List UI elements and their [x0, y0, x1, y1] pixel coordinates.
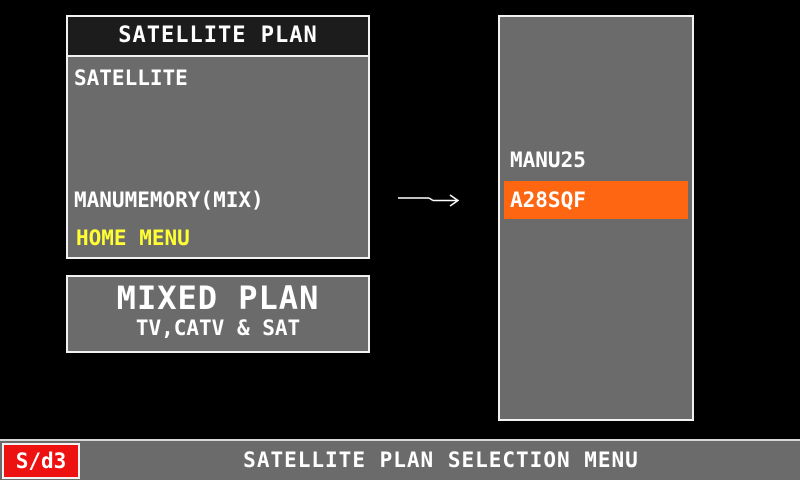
satellite-plan-menu-title: SATELLITE PLAN: [68, 17, 368, 57]
plan-list[interactable]: MANU25 A28SQF: [498, 15, 694, 421]
menu-item-home-menu[interactable]: HOME MENU: [76, 226, 190, 250]
plan-list-item-a28sqf-selected[interactable]: A28SQF: [504, 181, 688, 219]
right-arrow-icon: [398, 194, 460, 207]
status-bar-title: SATELLITE PLAN SELECTION MENU: [243, 448, 639, 472]
plan-list-item-manu25[interactable]: MANU25: [510, 148, 586, 172]
menu-item-manumemory-mix[interactable]: MANUMEMORY(MIX): [74, 188, 264, 212]
mixed-plan-subtitle: TV,CATV & SAT: [135, 316, 301, 340]
status-bar: S/d3 SATELLITE PLAN SELECTION MENU: [0, 439, 800, 480]
screen-code-badge: S/d3: [2, 443, 80, 479]
mixed-plan-box: MIXED PLAN TV,CATV & SAT: [66, 275, 370, 353]
mixed-plan-title: MIXED PLAN: [116, 279, 320, 317]
menu-item-satellite[interactable]: SATELLITE: [74, 66, 188, 90]
satellite-plan-menu: SATELLITE PLAN SATELLITE MANUMEMORY(MIX)…: [66, 15, 370, 259]
